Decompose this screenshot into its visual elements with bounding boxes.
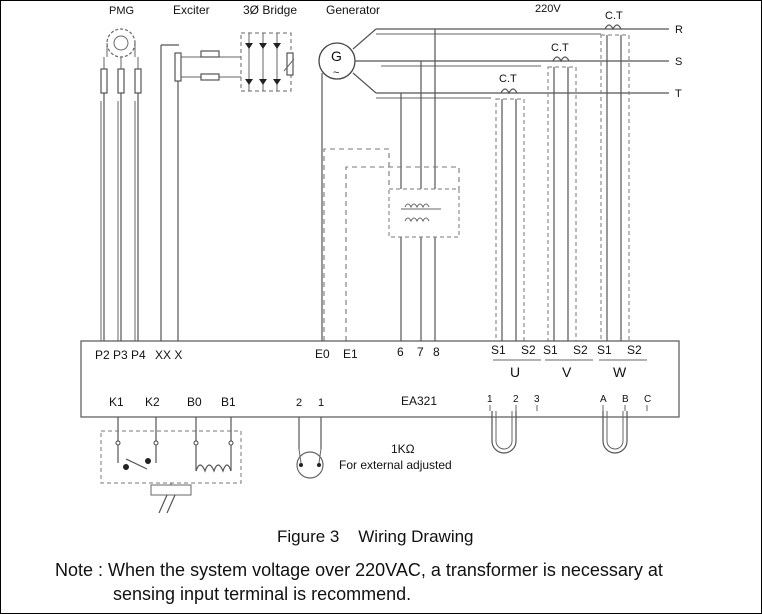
term-a: A bbox=[600, 394, 607, 405]
pmg-label: PMG bbox=[109, 5, 134, 17]
phase-s-label: S bbox=[675, 56, 682, 68]
generator-g: G bbox=[331, 48, 342, 64]
term-2: 2 bbox=[513, 394, 519, 405]
pot-value: 1KΩ bbox=[391, 442, 415, 456]
phase-r-label: R bbox=[675, 24, 683, 36]
sensing-lines bbox=[400, 29, 436, 341]
k2-terminal: K2 bbox=[145, 395, 160, 409]
ct-v: C.T bbox=[547, 42, 577, 342]
pmg-terminals: P2 P3 P4 bbox=[95, 348, 146, 362]
term-3: 3 bbox=[534, 394, 540, 405]
b1-terminal: B1 bbox=[221, 395, 236, 409]
voltage-label: 220V bbox=[535, 3, 561, 15]
note-line-2: sensing input terminal is recommend. bbox=[113, 584, 411, 604]
term-b: B bbox=[622, 394, 629, 405]
pot-note: For external adjusted bbox=[339, 458, 452, 472]
ct-w: C.T bbox=[600, 10, 630, 342]
generator-symbol: G ~ bbox=[318, 28, 381, 341]
terminal-6: 6 bbox=[397, 345, 404, 359]
xx-terminals: XX X bbox=[155, 348, 182, 362]
ct-u-label: C.T bbox=[499, 73, 517, 85]
w-s1: S1 bbox=[597, 343, 612, 357]
terminal-8: 8 bbox=[433, 345, 440, 359]
ct-v-label: C.T bbox=[551, 42, 569, 54]
v-s2: S2 bbox=[573, 343, 588, 357]
w-s2: S2 bbox=[627, 343, 642, 357]
sensing-transformer bbox=[388, 188, 460, 238]
terminal-7: 7 bbox=[417, 345, 424, 359]
term-c: C bbox=[644, 394, 651, 405]
generator-label: Generator bbox=[326, 3, 380, 17]
pmg-symbol bbox=[100, 28, 142, 341]
exciter-label: Exciter bbox=[173, 3, 210, 17]
bridge-label: 3Ø Bridge bbox=[243, 3, 297, 17]
phase-t-label: T bbox=[675, 88, 682, 100]
u-s2: S2 bbox=[521, 343, 536, 357]
e-dashed-loops bbox=[323, 148, 460, 341]
ea321-box bbox=[80, 340, 680, 418]
figure-caption: Figure 3 Wiring Drawing bbox=[277, 527, 474, 546]
v-group-label: V bbox=[562, 364, 572, 380]
pot-terminal-1: 1 bbox=[318, 397, 324, 409]
exciter-symbol bbox=[160, 44, 241, 341]
term-1: 1 bbox=[487, 394, 493, 405]
b0-terminal: B0 bbox=[187, 395, 202, 409]
potentiometer bbox=[296, 417, 324, 479]
generator-tilde: ~ bbox=[333, 67, 339, 79]
e0-terminal: E0 bbox=[315, 347, 330, 361]
phase-bus: R S T bbox=[376, 24, 683, 100]
bridge-symbol bbox=[240, 32, 295, 92]
note-line-1: Note : When the system voltage over 220V… bbox=[55, 560, 663, 580]
v-s1: S1 bbox=[543, 343, 558, 357]
jumper-w bbox=[602, 411, 628, 454]
jumper-u bbox=[491, 411, 517, 454]
model-label: EA321 bbox=[401, 394, 437, 408]
w-group-label: W bbox=[613, 364, 627, 380]
pot-terminal-2: 2 bbox=[296, 397, 302, 409]
k-switch-box bbox=[100, 417, 242, 514]
b-coil bbox=[193, 417, 234, 473]
ct-u: C.T bbox=[495, 73, 525, 342]
k1-terminal: K1 bbox=[109, 395, 124, 409]
u-group-label: U bbox=[510, 364, 520, 380]
u-s1: S1 bbox=[491, 343, 506, 357]
e1-terminal: E1 bbox=[343, 347, 358, 361]
ct-w-label: C.T bbox=[605, 10, 623, 22]
